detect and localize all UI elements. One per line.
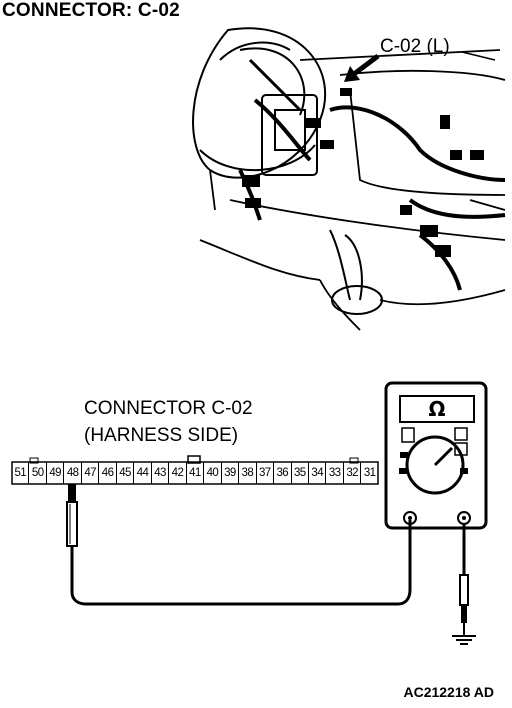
pin-45: 45 xyxy=(117,462,135,484)
connector-callout-label: C-02 (L) xyxy=(380,36,450,57)
pin-33: 33 xyxy=(326,462,344,484)
pin-35: 35 xyxy=(292,462,309,484)
pin-43: 43 xyxy=(152,462,170,484)
pin-40: 40 xyxy=(204,462,222,484)
pin-41: 41 xyxy=(187,462,205,484)
pin-39: 39 xyxy=(222,462,240,484)
pin-36: 36 xyxy=(274,462,292,484)
pin-32: 32 xyxy=(344,462,362,484)
pin-31: 31 xyxy=(363,467,376,479)
pin-47: 47 xyxy=(82,462,100,484)
harness-side-label: (HARNESS SIDE) xyxy=(84,425,239,446)
pin-51: 51 xyxy=(12,462,30,484)
pin-42: 42 xyxy=(169,462,187,484)
page-title: CONNECTOR: C-02 xyxy=(2,0,180,21)
connector-label: CONNECTOR C-02 xyxy=(84,398,253,419)
pin-49: 49 xyxy=(47,462,65,484)
ohmmeter xyxy=(384,381,488,530)
pin-44: 44 xyxy=(134,462,152,484)
test-probe xyxy=(66,484,78,547)
connector-pin-row: 51 50 49 48 47 46 45 44 43 42 41 40 39 3… xyxy=(12,462,378,484)
pin-50: 50 xyxy=(29,462,47,484)
pin-38: 38 xyxy=(239,462,257,484)
figure-code: AC212218 AD xyxy=(403,684,494,700)
pin-48: 48 xyxy=(64,462,82,484)
ohm-symbol: Ω xyxy=(428,397,446,421)
pin-34: 34 xyxy=(309,462,327,484)
pin-46: 46 xyxy=(99,462,117,484)
ground-probe xyxy=(452,524,476,645)
pin-37: 37 xyxy=(257,462,275,484)
